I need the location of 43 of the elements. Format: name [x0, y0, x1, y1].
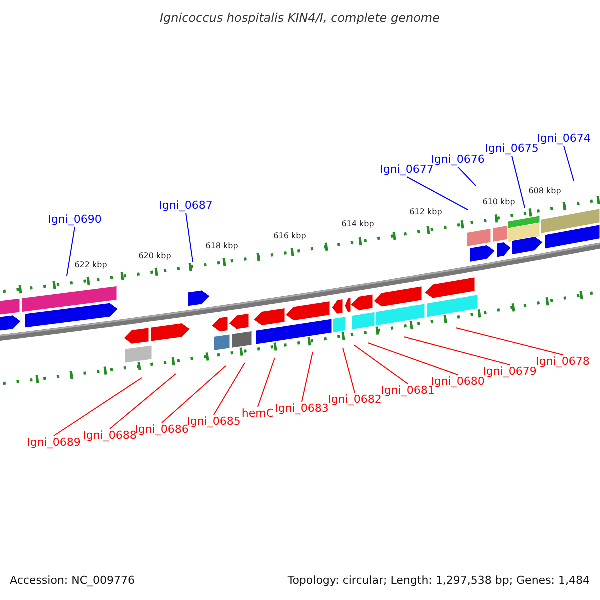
leader-line	[66, 226, 76, 276]
gene-label: Igni_0678	[536, 355, 590, 369]
footer-text: Topology: circular; Length: 1,297,538 bp; Genes: 1,484	[288, 574, 590, 588]
gene-label: Igni_0687	[159, 199, 213, 213]
leader-line	[354, 344, 408, 384]
gene-label: Igni_0679	[483, 365, 537, 379]
position-label: 608 kbp	[528, 186, 562, 196]
leader-line	[110, 374, 176, 430]
leader-line	[456, 328, 564, 356]
gene-label: Igni_0689	[27, 436, 81, 450]
leader-line	[162, 366, 226, 424]
leader-line	[302, 352, 314, 402]
title: Ignicoccus hospitalis KIN4/I, complete genome	[159, 10, 441, 27]
gene-label: Igni_0675	[485, 142, 539, 156]
leader-line	[368, 342, 458, 376]
position-label: 620 kbp	[138, 252, 172, 260]
leader-line	[186, 212, 194, 262]
gene-label: Igni_0690	[48, 213, 102, 227]
gene-label: hemC	[242, 407, 274, 421]
position-label: 612 kbp	[410, 208, 442, 216]
leader-line	[342, 348, 356, 394]
gene-label: Igni_0676	[431, 153, 485, 167]
gene-label: Igni_0683	[275, 402, 329, 416]
position-label: 618 kbp	[206, 242, 238, 250]
leader-line	[54, 378, 142, 436]
leader-line	[406, 176, 468, 210]
position-label: 622 kbp	[74, 260, 108, 270]
gene-label: Igni_0677	[380, 163, 434, 177]
position-label: 614 kbp	[342, 220, 374, 228]
footer-text: Accession: NC_009776	[10, 574, 136, 588]
leader-line	[404, 336, 510, 366]
leader-line	[564, 146, 574, 182]
leader-line	[214, 362, 246, 416]
gene-label: Igni_0685	[187, 415, 241, 429]
gene-label: Igni_0688	[83, 429, 137, 443]
position-label: 616 kbp	[274, 232, 306, 240]
gene-label: Igni_0686	[135, 423, 189, 437]
leader-line	[258, 358, 276, 408]
position-label: 610 kbp	[482, 198, 516, 206]
leader-line	[512, 156, 526, 208]
gene-label: Igni_0674	[537, 132, 591, 146]
gene-label: Igni_0682	[328, 393, 382, 407]
leader-line	[458, 166, 476, 186]
